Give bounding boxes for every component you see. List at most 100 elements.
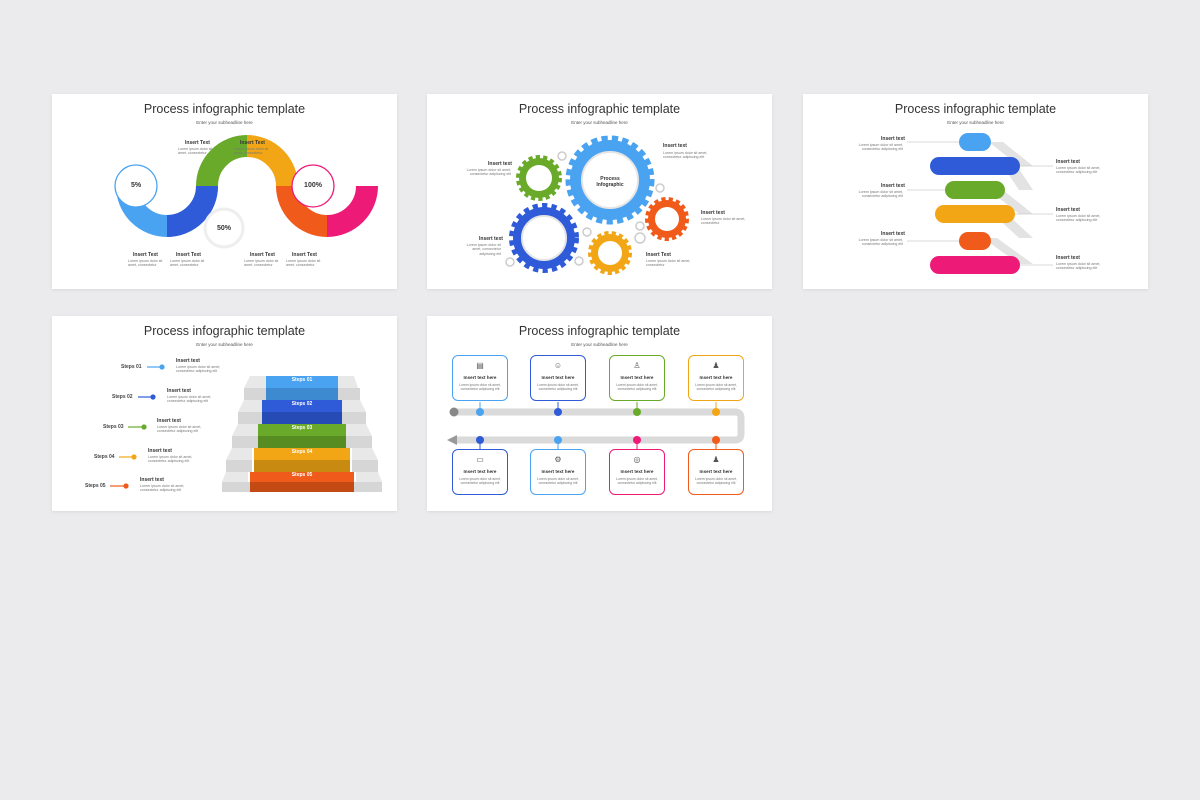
pill-5 — [959, 232, 991, 250]
percent-label-100: 100% — [304, 182, 322, 189]
card-heading: Insert text here — [541, 375, 575, 380]
slide-pills[interactable]: Process infographic template Enter your … — [803, 94, 1148, 289]
step-5-text: Lorem ipsum dolor sit amet, consectetur … — [140, 484, 185, 493]
card-text: Lorem ipsum dolor sit amet, consectetur … — [459, 383, 501, 392]
team-icon: ♟ — [712, 361, 720, 370]
step-4-text: Lorem ipsum dolor sit amet, consectetur … — [148, 455, 193, 464]
step-4-name: Steps 04 — [94, 454, 115, 460]
gear-orange — [645, 197, 689, 241]
circle-50pct — [203, 207, 245, 249]
pill-4 — [935, 205, 1015, 223]
band-label-4: Steps 04 — [291, 449, 313, 455]
document-icon: ▤ — [476, 361, 484, 370]
step-5-name: Steps 05 — [85, 483, 106, 489]
step-3-heading: Insert text — [157, 418, 181, 424]
band-label-1: Steps 01 — [291, 377, 313, 383]
bottom-label-1-text: Lorem ipsum dolor sit amet, consectetur — [128, 259, 163, 268]
gear-label-2-heading: Insert text — [663, 143, 687, 149]
pill-right-2-text: Lorem ipsum dolor sit amet, consectetur … — [1056, 214, 1101, 223]
slide-gears[interactable]: Process infographic template Enter your … — [427, 94, 772, 289]
step-4-heading: Insert text — [148, 448, 172, 454]
card-heading: Insert text here — [699, 469, 733, 474]
gears-graphic — [505, 135, 689, 275]
globe-icon: ◎ — [633, 455, 641, 464]
curve-seg-6 — [326, 185, 378, 237]
top-label-2-text: Lorem ipsum dolor sit amet, consectetur — [234, 147, 269, 156]
slide-subtitle: Enter your subheadline here — [571, 342, 628, 347]
curve-seg-4 — [246, 135, 298, 187]
pill-right-3-text: Lorem ipsum dolor sit amet, consectetur … — [1056, 262, 1101, 271]
bottom-label-2-heading: Insert Text — [176, 252, 201, 258]
step-3-text: Lorem ipsum dolor sit amet, consectetur … — [157, 425, 202, 434]
top-label-1-text: Lorem ipsum dolor sit amet, consectetur — [178, 147, 213, 156]
staircase-graphic — [110, 364, 382, 492]
card-text: Lorem ipsum dolor sit amet, consectetur … — [616, 383, 658, 392]
gear-label-4-text: Lorem ipsum dolor sit amet, consectetur … — [466, 243, 501, 256]
slide-subtitle: Enter your subheadline here — [196, 120, 253, 125]
step-1-text: Lorem ipsum dolor sit amet, consectetur … — [176, 365, 221, 374]
settings-icon: ⚙ — [554, 455, 562, 464]
step-1-heading: Insert text — [176, 358, 200, 364]
card-text: Lorem ipsum dolor sit amet, consectetur … — [695, 383, 737, 392]
pill-right-3-heading: Insert text — [1056, 255, 1080, 261]
slide-title: Process infographic template — [894, 102, 1057, 116]
top-label-2-heading: Insert Text — [240, 140, 265, 146]
slide-staircase[interactable]: Process infographic template Enter your … — [52, 316, 397, 511]
card-text: Lorem ipsum dolor sit amet, consectetur … — [695, 477, 737, 486]
slide-s-curve[interactable]: Process infographic template Enter your … — [52, 94, 397, 289]
top-card-1[interactable]: ▤ Insert text here Lorem ipsum dolor sit… — [452, 355, 508, 401]
pill-right-1-text: Lorem ipsum dolor sit amet, consectetur … — [1056, 166, 1101, 175]
slide-subtitle: Enter your subheadline here — [571, 120, 628, 125]
card-text: Lorem ipsum dolor sit amet, consectetur … — [537, 383, 579, 392]
curve-seg-5 — [276, 185, 328, 237]
curve-seg-3 — [196, 135, 248, 187]
decorative-rings — [505, 151, 665, 267]
bottom-card-4[interactable]: ♟ Insert text here Lorem ipsum dolor sit… — [688, 449, 744, 495]
group-icon: ♟ — [712, 455, 720, 464]
slide-title: Process infographic template — [143, 324, 306, 338]
pill-2 — [930, 157, 1020, 175]
card-heading: Insert text here — [620, 469, 654, 474]
gear-green — [516, 155, 562, 201]
step-2-name: Steps 02 — [112, 394, 133, 400]
pill-right-2-heading: Insert text — [1056, 207, 1080, 213]
bottom-label-4-text: Lorem ipsum dolor sit amet, consectetur — [286, 259, 321, 268]
pill-left-3-heading: Insert text — [881, 231, 905, 237]
timeline-graphic — [447, 402, 745, 449]
top-card-3[interactable]: ♙ Insert text here Lorem ipsum dolor sit… — [609, 355, 665, 401]
slide-subtitle: Enter your subheadline here — [947, 120, 1004, 125]
band-label-5: Steps 05 — [291, 472, 313, 478]
timeline-arrow — [447, 435, 457, 445]
top-card-2[interactable]: ☺ Insert text here Lorem ipsum dolor sit… — [530, 355, 586, 401]
bottom-card-2[interactable]: ⚙ Insert text here Lorem ipsum dolor sit… — [530, 449, 586, 495]
pill-3 — [945, 181, 1005, 199]
band-label-2: Steps 02 — [291, 401, 313, 407]
pill-left-1-text: Lorem ipsum dolor sit amet, consectetur … — [858, 143, 903, 152]
bottom-label-1-heading: Insert Text — [133, 252, 158, 258]
slide-timeline[interactable]: Process infographic template Enter your … — [427, 316, 772, 511]
step-connectors — [110, 364, 165, 489]
bottom-card-3[interactable]: ◎ Insert text here Lorem ipsum dolor sit… — [609, 449, 665, 495]
percent-label-5: 5% — [130, 182, 142, 189]
bottom-label-3-heading: Insert Text — [250, 252, 275, 258]
gear-blue-large — [565, 135, 655, 225]
circle-5pct — [114, 164, 158, 208]
step-5-heading: Insert text — [140, 477, 164, 483]
bottom-card-1[interactable]: ▭ Insert text here Lorem ipsum dolor sit… — [452, 449, 508, 495]
timeline-start — [449, 407, 459, 417]
top-card-4[interactable]: ♟ Insert text here Lorem ipsum dolor sit… — [688, 355, 744, 401]
bottom-label-2-text: Lorem ipsum dolor sit amet, consectetur — [170, 259, 205, 268]
pills-graphic — [907, 133, 1053, 274]
curve-seg-2 — [166, 185, 218, 237]
card-heading: Insert text here — [463, 375, 497, 380]
slide-title: Process infographic template — [518, 102, 681, 116]
slide-subtitle: Enter your subheadline here — [196, 342, 253, 347]
stair-bands — [250, 376, 354, 492]
gear-label-5-heading: Insert Text — [646, 252, 671, 258]
band-label-3: Steps 03 — [291, 425, 313, 431]
percent-label-50: 50% — [216, 225, 231, 232]
card-text: Lorem ipsum dolor sit amet, consectetur … — [537, 477, 579, 486]
gear-label-1-text: Lorem ipsum dolor sit amet, consectetur … — [466, 168, 511, 177]
gear-yellow — [588, 231, 632, 275]
monitor-icon: ▭ — [476, 455, 484, 464]
